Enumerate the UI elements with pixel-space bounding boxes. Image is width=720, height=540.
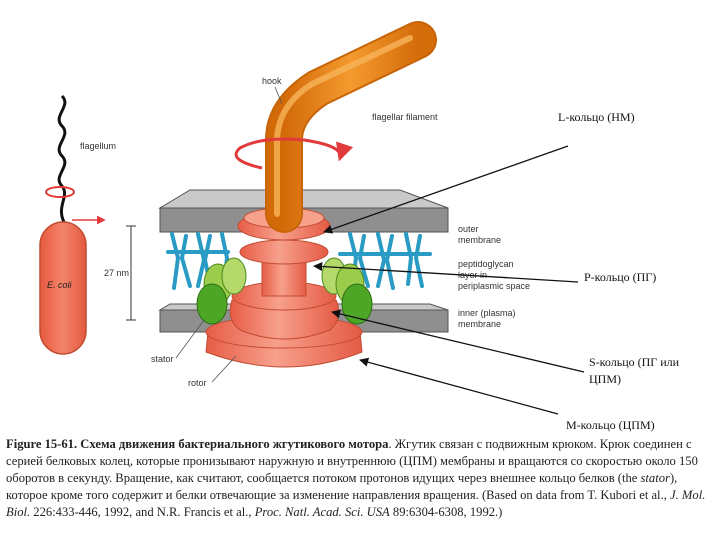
m-ring-pointer: [359, 357, 559, 415]
ecoli-cell-body: [39, 221, 87, 355]
s-ring-annotation-2: ЦПМ): [589, 372, 621, 386]
outer-membrane-top: [158, 189, 449, 209]
caption-title: Схема движения бактериального жгутиковог…: [80, 437, 389, 451]
ecoli-cell-group: E. coli flagellum: [39, 94, 116, 355]
filament-label: flagellar filament: [372, 112, 438, 122]
caption-ref2-journal: Proc. Natl. Acad. Sci. USA: [254, 505, 390, 519]
inner-membrane-label-1: inner (plasma): [458, 308, 516, 318]
small-flagellum: [57, 94, 67, 223]
peptidoglycan-label-3: periplasmic space: [458, 281, 530, 291]
peptidoglycan-label-1: peptidoglycan: [458, 259, 514, 269]
p-ring-pointer: [313, 261, 579, 283]
motor-group: 27 nm hook flagellar filament outer memb…: [104, 21, 680, 432]
outer-membrane-label-2: membrane: [458, 235, 501, 245]
flagellum-label: flagellum: [80, 141, 116, 151]
caption-ref1-journal: J. Mol. Biol.: [6, 488, 706, 519]
caption-body: . Жгутик связан с подвижным крюком. Крюк…: [6, 437, 698, 485]
caption-stator-word: stator: [640, 471, 670, 485]
hook-label: hook: [262, 76, 282, 86]
rotation-arrow: [234, 137, 354, 170]
s-ring-annotation-1: S-кольцо (ПГ или: [589, 355, 680, 369]
caption-ref1-rest: 226:433-446, 1992, and N.R. Francis et a…: [33, 505, 252, 519]
stator-label: stator: [151, 354, 174, 364]
s-ring-pointer: [331, 309, 585, 373]
p-ring: [239, 239, 329, 265]
figure-number: Figure 15-61.: [6, 437, 78, 451]
p-ring-annotation: Р-кольцо (ПГ): [584, 270, 656, 284]
inner-membrane-label-2: membrane: [458, 319, 501, 329]
stator-right: [341, 283, 373, 325]
caption-ref2-rest: 89:6304-6308, 1992.): [392, 505, 503, 519]
stator-left: [196, 283, 228, 325]
figure-caption: Figure 15-61. Схема движения бактериальн…: [6, 436, 714, 521]
outer-membrane-label-1: outer: [458, 224, 479, 234]
peptidoglycan-layer: [166, 232, 432, 290]
scale-label: 27 nm: [104, 268, 129, 278]
rotor-label: rotor: [188, 378, 207, 388]
caption-body-2: ), которое кроме того содержит и белки о…: [6, 471, 678, 502]
m-ring-annotation: М-кольцо (ЦПМ): [566, 418, 655, 432]
l-ring-pointer: [323, 145, 569, 234]
small-rotation-arrow: [45, 186, 75, 198]
l-ring-annotation: L-кольцо (НМ): [558, 110, 635, 124]
ecoli-label: E. coli: [47, 280, 73, 290]
